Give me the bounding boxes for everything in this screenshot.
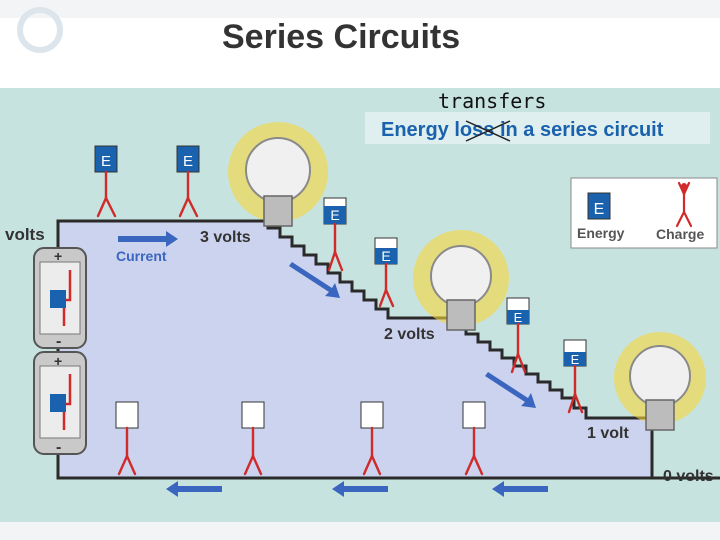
charge-carrier: E — [374, 237, 398, 308]
svg-text:E: E — [183, 153, 193, 170]
battery-minus: - — [56, 333, 61, 350]
legend-energy-icon: E — [587, 192, 611, 220]
current-arrow-icon — [166, 481, 222, 497]
volts-label: volts — [5, 225, 45, 244]
current-arrow-icon — [289, 262, 340, 298]
charge-figure-icon — [510, 322, 527, 374]
charge-carrier — [241, 401, 265, 476]
charge-figure-icon — [327, 222, 344, 272]
battery-plus: + — [54, 353, 62, 369]
charge-carrier — [360, 401, 384, 476]
charge-carrier: E — [506, 297, 530, 374]
empty-cup-icon — [115, 401, 139, 429]
charge-carrier — [115, 401, 139, 476]
charge-figure-icon — [243, 426, 263, 476]
strike-line — [465, 120, 511, 142]
voltage-label-3: 3 volts — [200, 229, 251, 246]
handwritten-note: transfers — [438, 89, 546, 113]
current-label: Current — [116, 248, 167, 264]
svg-text:E: E — [514, 310, 523, 325]
voltage-label-1: 1 volt — [587, 425, 629, 442]
light-bulb-icon — [413, 230, 509, 331]
voltage-label-0: 0 volts — [663, 468, 714, 485]
legend-charge-label: Charge — [656, 226, 704, 242]
legend-charge-icon — [675, 181, 693, 228]
charge-figure-icon — [178, 170, 199, 218]
battery-minus: - — [56, 439, 61, 456]
subtitle: Energy loss in a series circuit — [381, 119, 664, 141]
subtitle-banner — [365, 112, 710, 144]
light-bulb-icon — [228, 122, 328, 227]
charge-figure-icon — [96, 170, 117, 218]
title-decoration — [0, 0, 720, 88]
empty-cup-icon — [360, 401, 384, 429]
svg-text:E: E — [101, 153, 111, 170]
charge-carrier: E — [176, 145, 200, 218]
charge-figure-icon — [378, 262, 395, 308]
page-title: Series Circuits — [222, 18, 461, 56]
battery-plus: + — [54, 248, 62, 264]
current-arrow-icon — [492, 481, 548, 497]
charge-carrier — [462, 401, 486, 476]
charge-carrier: E — [323, 197, 347, 272]
decorative-ring-icon — [17, 7, 63, 53]
svg-text:E: E — [571, 352, 580, 367]
charge-carrier: E — [563, 339, 587, 414]
charge-figure-icon — [464, 426, 484, 476]
charge-figure-icon — [362, 426, 382, 476]
charge-figure-icon — [567, 364, 584, 414]
svg-text:E: E — [594, 201, 605, 218]
svg-text:E: E — [330, 207, 339, 223]
battery — [33, 247, 87, 455]
current-arrow-icon — [485, 372, 536, 408]
legend-energy-label: Energy — [577, 225, 625, 241]
current-arrow-icon — [118, 231, 178, 247]
empty-cup-icon — [241, 401, 265, 429]
empty-cup-icon — [462, 401, 486, 429]
struck-word: loss — [454, 119, 494, 141]
footer-strip — [0, 522, 720, 540]
charge-figure-icon — [117, 426, 137, 476]
voltage-label-2: 2 volts — [384, 326, 435, 343]
charge-carrier: E — [94, 145, 118, 218]
series-circuit-diagram: Energy loss in a series circuit transfer… — [0, 88, 720, 540]
current-arrow-icon — [332, 481, 388, 497]
light-bulb-icon — [614, 332, 706, 431]
svg-text:E: E — [381, 248, 390, 264]
